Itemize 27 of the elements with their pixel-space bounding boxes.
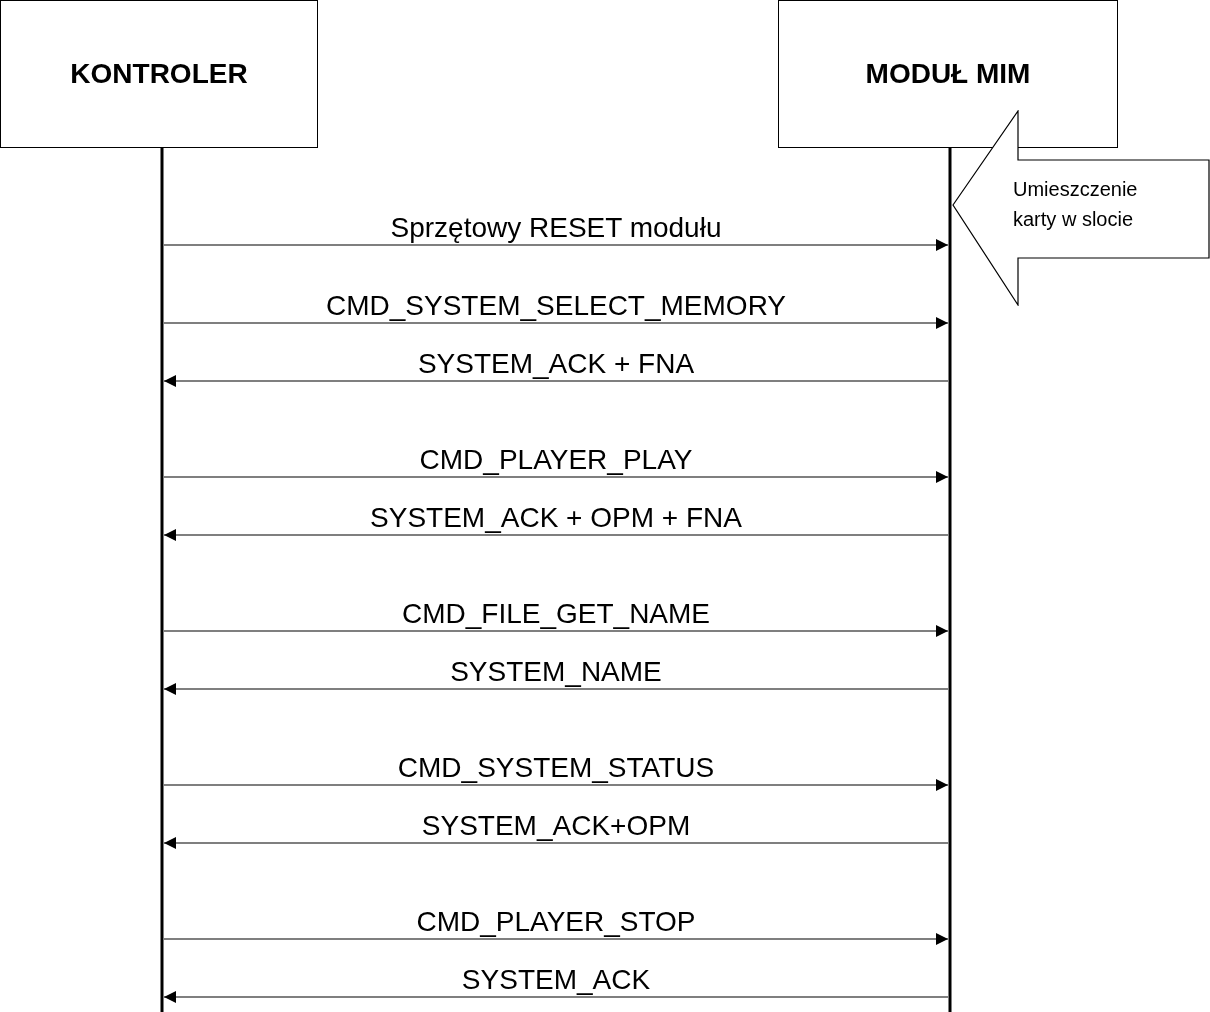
message-label: CMD_SYSTEM_SELECT_MEMORY: [326, 291, 786, 321]
message-arrow: [163, 317, 949, 329]
message-label: CMD_SYSTEM_STATUS: [397, 753, 715, 783]
message-arrow: [163, 837, 949, 849]
message-arrow: [163, 529, 949, 541]
message-arrow: [163, 991, 949, 1003]
message-arrow: [163, 375, 949, 387]
message-label: SYSTEM_NAME: [450, 657, 662, 687]
message-arrow: [163, 683, 949, 695]
message-arrow: [163, 471, 949, 483]
participant-name: KONTROLER: [70, 58, 248, 90]
message-label: SYSTEM_ACK + FNA: [417, 349, 695, 379]
message-label: SYSTEM_ACK + OPM + FNA: [370, 503, 742, 533]
message-arrow: [163, 933, 949, 945]
message-label: SYSTEM_ACK: [461, 965, 651, 995]
message-label: CMD_FILE_GET_NAME: [401, 599, 711, 629]
message-arrow: [163, 625, 949, 637]
message-label: Sprzętowy RESET modułu: [390, 213, 722, 243]
message-arrow: [163, 779, 949, 791]
participant: [0, 0, 318, 1012]
callout-text: Umieszczenie karty w slocie: [1013, 177, 1139, 232]
message-label: CMD_PLAYER_STOP: [416, 907, 696, 937]
participant-name: MODUŁ MIM: [865, 58, 1031, 90]
message-arrow: [163, 239, 949, 251]
message-label: CMD_PLAYER_PLAY: [419, 445, 693, 475]
callout-arrow: [952, 110, 1210, 306]
message-label: SYSTEM_ACK+OPM: [421, 811, 691, 841]
